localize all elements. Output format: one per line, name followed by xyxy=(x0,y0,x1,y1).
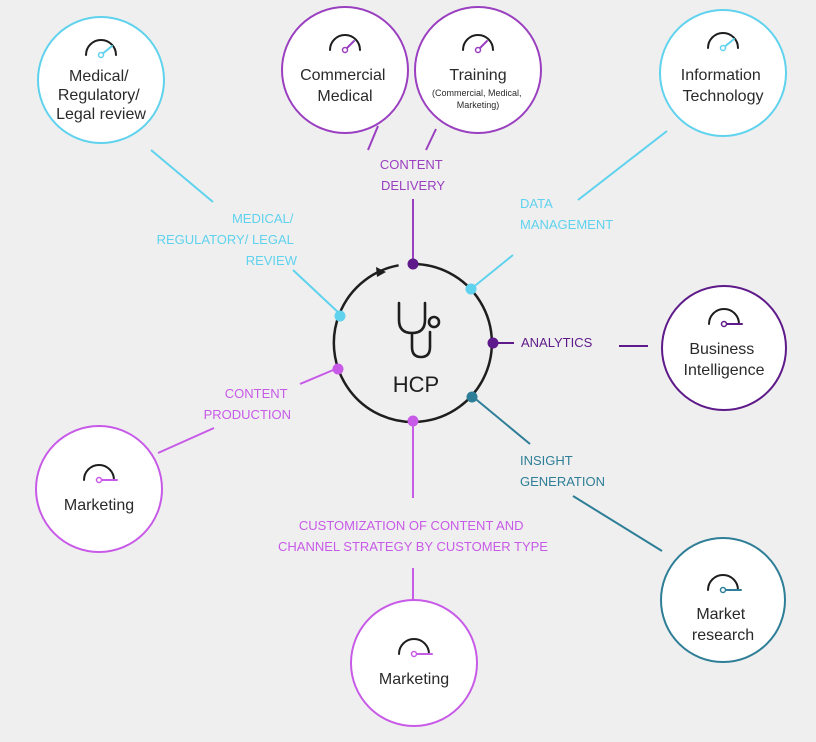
connector-insight-upper xyxy=(471,395,531,445)
hcp-ring-arrow xyxy=(376,267,386,277)
gauge-icon xyxy=(85,39,117,59)
connector-production-upper xyxy=(299,367,339,385)
label-customization: CUSTOMIZATION OF CONTENT AND CHANNEL STR… xyxy=(278,518,548,554)
dot-medical-review xyxy=(334,310,346,322)
dot-analytics xyxy=(487,337,499,349)
stethoscope-icon xyxy=(397,301,441,359)
node-medical-regulatory: Medical/ Regulatory/ Legal review xyxy=(37,16,165,144)
label-insight-generation: INSIGHT GENERATION xyxy=(520,453,605,489)
connector-it-lower xyxy=(470,254,514,290)
connector-medical-lower xyxy=(292,269,341,315)
svg-text:Market research: Market research xyxy=(692,606,754,644)
connector-dots xyxy=(332,258,499,427)
gauge-icon xyxy=(707,574,742,594)
gauge-icon xyxy=(83,464,118,484)
label-content-production: CONTENT PRODUCTION xyxy=(204,386,291,422)
gauge-icon xyxy=(707,32,739,52)
connector-lines xyxy=(150,125,668,600)
label-medical-review: MEDICAL/ REGULATORY/ LEGAL REVIEW xyxy=(157,211,298,268)
node-marketing-bottom: Marketing xyxy=(350,599,478,727)
dot-insight-generation xyxy=(466,391,478,403)
dot-content-delivery xyxy=(407,258,419,270)
connector-medical-upper xyxy=(150,149,214,203)
svg-text:Training: Training xyxy=(449,67,506,84)
svg-text:Marketing: Marketing xyxy=(379,671,449,688)
node-market-research: Market research xyxy=(660,537,786,663)
connector-insight-lower xyxy=(572,495,663,552)
svg-text:(Commercial, Medical, Ma: (Commercial, Medical, Marketing) xyxy=(432,88,524,110)
hcp-center: HCP xyxy=(332,262,494,424)
svg-text:Information Technology: Information Technology xyxy=(681,67,766,105)
node-business-intelligence: Business Intelligence xyxy=(661,285,787,411)
connection-labels: CONTENT DELIVERY DATA MANAGEMENT MEDICAL… xyxy=(157,157,614,554)
gauge-icon xyxy=(398,638,433,658)
gauge-icon xyxy=(708,308,743,328)
node-training: Training (Commercial, Medical, Marketing… xyxy=(414,6,542,134)
gauge-icon xyxy=(462,34,494,54)
connector-production-lower xyxy=(157,427,215,454)
connector-content-delivery-upper-left xyxy=(367,125,379,151)
svg-text:Marketing: Marketing xyxy=(64,497,134,514)
svg-text:Commercial Medical: Commercial Medical xyxy=(300,67,390,105)
connector-content-delivery-upper-right xyxy=(425,128,437,151)
hcp-label: HCP xyxy=(393,372,439,397)
label-analytics: ANALYTICS xyxy=(521,335,593,350)
node-commercial-medical: Commercial Medical xyxy=(281,6,409,134)
svg-text:Medical/ Regulatory/: Medical/ Regulatory/ Legal review xyxy=(56,68,146,123)
hcp-ring-arc xyxy=(332,262,494,424)
svg-text:Business Intelligence: Business Intelligence xyxy=(684,341,765,379)
node-marketing-left: Marketing xyxy=(35,425,163,553)
dot-data-management xyxy=(465,283,477,295)
node-information-technology: Information Technology xyxy=(659,9,787,137)
label-data-management: DATA MANAGEMENT xyxy=(520,196,613,232)
dot-content-production xyxy=(332,363,344,375)
dot-customization xyxy=(407,415,419,427)
connector-it-upper xyxy=(577,130,668,201)
label-content-delivery: CONTENT DELIVERY xyxy=(380,157,446,193)
gauge-icon xyxy=(329,34,361,54)
